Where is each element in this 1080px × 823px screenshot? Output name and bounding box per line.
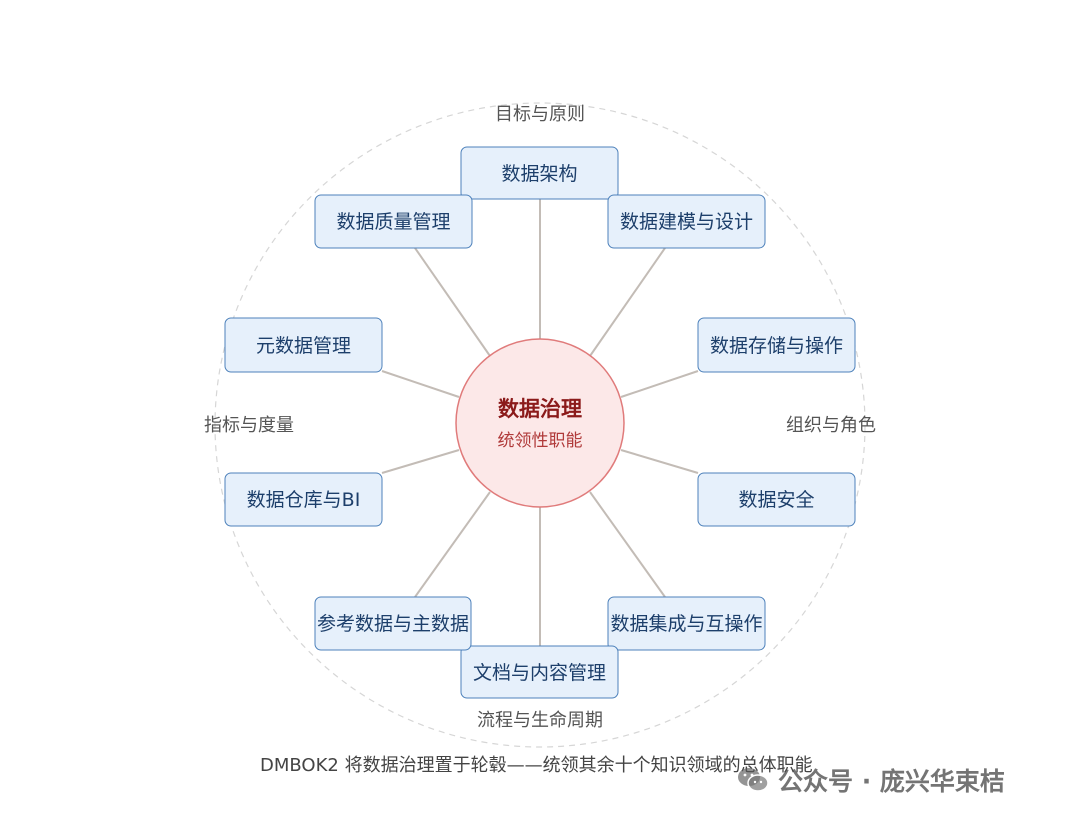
spoke-data-storage (620, 370, 699, 398)
node-data-storage-operations: 数据存储与操作 (697, 317, 856, 373)
center-hub: 数据治理 统领性职能 (455, 338, 625, 508)
node-label: 文档与内容管理 (473, 662, 606, 684)
node-label: 数据建模与设计 (620, 211, 753, 233)
spoke-reference-master (414, 491, 491, 598)
node-data-integration-interoperability: 数据集成与互操作 (607, 596, 766, 651)
watermark-text: 公众号 · 庞兴华束桔 (778, 767, 1005, 796)
node-label: 数据架构 (501, 163, 577, 185)
node-data-warehouse-bi: 数据仓库与BI (224, 472, 383, 527)
node-data-quality-management: 数据质量管理 (314, 194, 473, 249)
node-label: 数据集成与互操作 (610, 613, 762, 635)
aspect-right-label: 组织与角色 (786, 415, 876, 436)
node-label: 数据质量管理 (336, 211, 450, 233)
spoke-warehouse-bi (381, 449, 460, 474)
node-label: 参考数据与主数据 (317, 613, 469, 635)
wechat-icon (738, 768, 769, 792)
center-circle (455, 338, 625, 508)
node-data-security: 数据安全 (697, 472, 856, 527)
watermark: 公众号 · 庞兴华束桔 (736, 762, 1005, 798)
node-data-modeling-design: 数据建模与设计 (607, 194, 766, 249)
spoke-data-quality (414, 247, 491, 357)
outer-dashed-ring (214, 102, 866, 748)
center-title: 数据治理 (498, 397, 582, 421)
spoke-metadata (381, 370, 460, 398)
node-label: 数据安全 (738, 489, 814, 511)
node-label: 元数据管理 (256, 335, 351, 357)
spoke-data-modeling (589, 247, 666, 357)
node-label: 数据存储与操作 (710, 335, 843, 357)
figure-caption: DMBOK2 将数据治理置于轮毂——统领其余十个知识领域的总体职能 (260, 755, 813, 776)
aspect-bottom-label: 流程与生命周期 (477, 710, 603, 731)
spoke-data-integration (589, 491, 666, 598)
node-reference-master-data: 参考数据与主数据 (314, 596, 472, 651)
spokes (381, 199, 699, 646)
node-document-content-management: 文档与内容管理 (460, 645, 619, 699)
spoke-data-security (620, 449, 699, 474)
center-subtitle: 统领性职能 (498, 431, 583, 451)
node-metadata-management: 元数据管理 (224, 317, 383, 373)
aspect-left-label: 指标与度量 (204, 415, 294, 436)
node-data-architecture: 数据架构 (460, 146, 619, 200)
node-label: 数据仓库与BI (247, 489, 361, 511)
aspect-top-label: 目标与原则 (495, 104, 585, 125)
